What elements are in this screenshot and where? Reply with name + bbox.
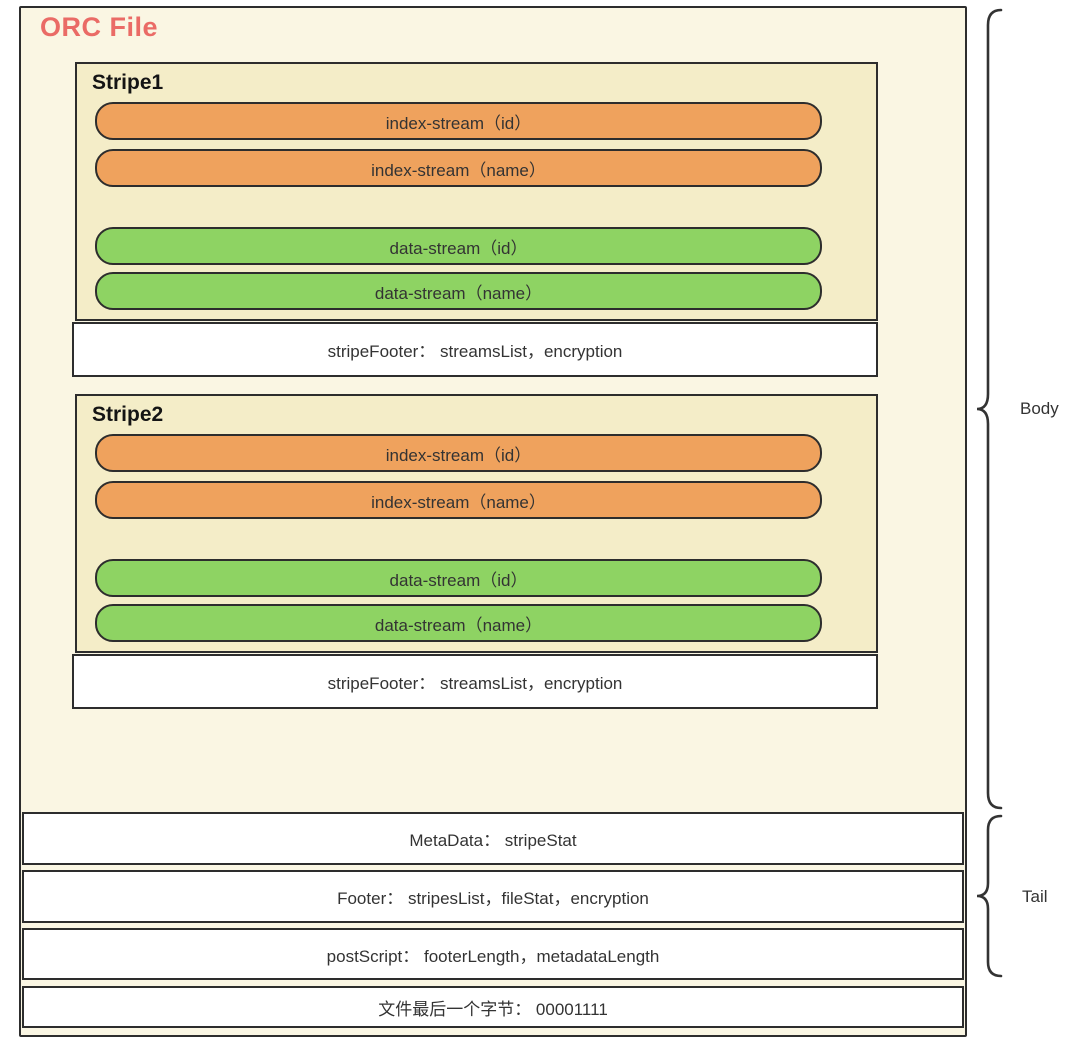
stripe2-data-stream-name-pill: data-stream（name） [95,604,822,642]
stripe1-footer-box: stripeFooter： streamsList，encryption [72,322,878,377]
stripe1-index-stream-id-pill: index-stream（id） [95,102,822,140]
stripe1-data-stream-name-pill: data-stream（name） [95,272,822,310]
tail-brace-label: Tail [1022,887,1048,906]
footer-row: Footer： stripesList，fileStat，encryption [22,870,964,923]
stripe1-data-stream-id-pill: data-stream（id） [95,227,822,265]
last-byte-row: 文件最后一个字节： 00001111 [22,986,964,1028]
stripe2-label: Stripe2 [92,403,164,426]
stripe2-footer-box: stripeFooter： streamsList，encryption [72,654,878,709]
metadata-row: MetaData： stripeStat [22,812,964,865]
stripe1-label: Stripe1 [92,71,164,94]
tail-brace-icon [976,814,1003,978]
stripe2-data-stream-id-pill: data-stream（id） [95,559,822,597]
postscript-row: postScript： footerLength，metadataLength [22,928,964,980]
body-brace-icon [976,8,1003,810]
stripe1-index-stream-name-pill: index-stream（name） [95,149,822,187]
orc-file-title: ORC File [40,12,159,42]
body-brace-label: Body [1020,399,1059,418]
stripe2-index-stream-name-pill: index-stream（name） [95,481,822,519]
stripe2-index-stream-id-pill: index-stream（id） [95,434,822,472]
